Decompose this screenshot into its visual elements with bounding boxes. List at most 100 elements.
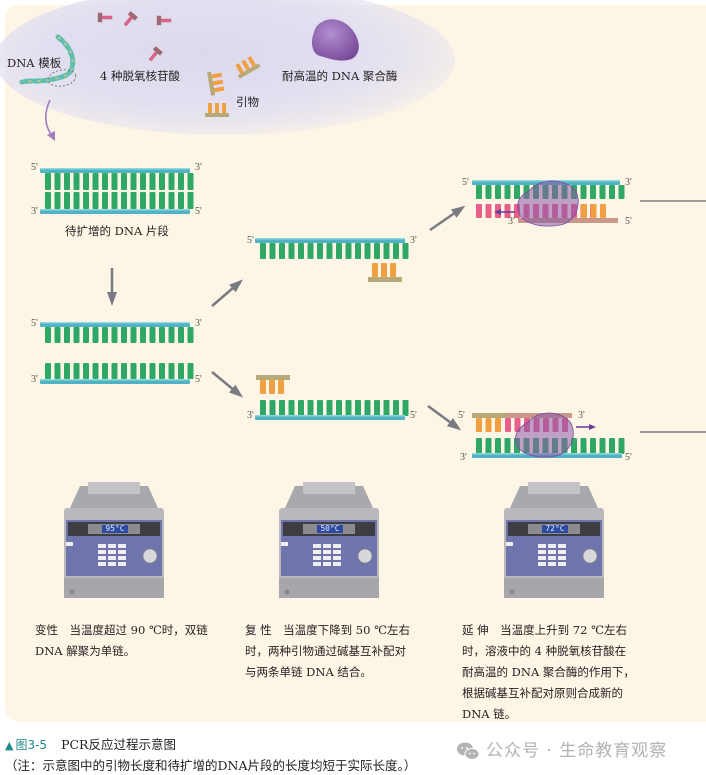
base bbox=[73, 363, 80, 379]
backbone-highlight bbox=[255, 415, 405, 417]
base bbox=[590, 185, 596, 199]
base bbox=[159, 173, 165, 190]
base bbox=[374, 243, 380, 259]
base bbox=[130, 173, 137, 190]
end-label: 5' bbox=[195, 206, 202, 217]
base bbox=[355, 400, 361, 416]
base bbox=[495, 185, 501, 199]
backbone-highlight bbox=[40, 322, 190, 324]
end-label: 5' bbox=[625, 452, 632, 463]
base bbox=[54, 327, 61, 343]
base bbox=[83, 327, 89, 343]
polymerase bbox=[517, 180, 579, 227]
base bbox=[92, 173, 99, 190]
base bbox=[83, 192, 89, 209]
end-label: 5' bbox=[625, 216, 632, 227]
base bbox=[336, 400, 342, 416]
base bbox=[514, 418, 521, 432]
base bbox=[83, 173, 89, 190]
base bbox=[269, 400, 276, 416]
base bbox=[73, 173, 80, 190]
base bbox=[130, 327, 137, 343]
base bbox=[92, 363, 99, 379]
base bbox=[187, 327, 194, 343]
base bbox=[159, 327, 165, 343]
end-label: 5' bbox=[195, 374, 202, 385]
base bbox=[54, 363, 61, 379]
base bbox=[168, 192, 175, 209]
base bbox=[187, 363, 194, 379]
base bbox=[599, 185, 606, 199]
caption-line: 复 性 当温度下降到 50 ℃左右 bbox=[245, 623, 410, 637]
base bbox=[121, 173, 127, 190]
base bbox=[149, 327, 156, 343]
base bbox=[64, 173, 70, 190]
base bbox=[504, 204, 511, 218]
base bbox=[581, 204, 587, 218]
base bbox=[102, 363, 108, 379]
nucleotides-icon bbox=[97, 11, 172, 62]
base bbox=[307, 400, 314, 416]
step-anneal-caption: 复 性 当温度下降到 50 ℃左右 时，两种引物通过碱基互补配对 与两条单链 D… bbox=[245, 620, 445, 683]
watermark-text: 公众号 · 生命教育观察 bbox=[486, 741, 668, 761]
base bbox=[298, 243, 304, 259]
end-label: 5' bbox=[31, 318, 38, 329]
thermocycler-extend: 72°C bbox=[498, 480, 610, 602]
backbone-highlight bbox=[40, 379, 190, 381]
end-label: 3' bbox=[195, 318, 202, 329]
end-label: 5' bbox=[462, 177, 469, 188]
base bbox=[307, 243, 314, 259]
base bbox=[178, 327, 184, 343]
base bbox=[485, 418, 492, 432]
base bbox=[45, 327, 51, 343]
pcr-diagram bbox=[40, 168, 706, 458]
wechat-icon bbox=[457, 742, 480, 760]
base bbox=[372, 263, 378, 277]
base bbox=[260, 400, 266, 416]
base bbox=[130, 192, 137, 209]
base bbox=[45, 363, 51, 379]
base bbox=[149, 363, 156, 379]
base bbox=[178, 173, 184, 190]
base bbox=[485, 185, 492, 199]
base bbox=[476, 438, 482, 454]
base bbox=[64, 327, 70, 343]
arrow-denature-head bbox=[107, 292, 117, 306]
base bbox=[345, 243, 352, 259]
figure-number: 图3-5 bbox=[15, 738, 48, 752]
base bbox=[288, 400, 295, 416]
base bbox=[121, 192, 127, 209]
end-label: 3' bbox=[625, 177, 632, 188]
base bbox=[390, 263, 396, 277]
base bbox=[580, 185, 587, 199]
base bbox=[111, 173, 118, 190]
nucleotides-label: 4 种脱氧核苷酸 bbox=[100, 69, 180, 83]
polymerase bbox=[515, 412, 574, 458]
base bbox=[383, 243, 390, 259]
base bbox=[495, 438, 501, 454]
temperature-display: 95°C bbox=[105, 524, 125, 533]
base bbox=[476, 185, 482, 199]
figure-name: PCR反应过程示意图 bbox=[61, 737, 176, 752]
base bbox=[279, 243, 285, 259]
base bbox=[317, 243, 323, 259]
base bbox=[476, 204, 482, 218]
base bbox=[317, 400, 323, 416]
base bbox=[599, 438, 606, 454]
base bbox=[64, 363, 70, 379]
base bbox=[355, 243, 361, 259]
base bbox=[590, 204, 597, 218]
base bbox=[149, 192, 156, 209]
base bbox=[393, 243, 399, 259]
base bbox=[260, 380, 266, 394]
base bbox=[168, 363, 175, 379]
caption-line: 延 伸 当温度上升到 72 ℃左右 bbox=[462, 623, 627, 637]
base bbox=[326, 243, 333, 259]
primer-backbone bbox=[472, 413, 506, 418]
backbone-highlight bbox=[40, 209, 190, 211]
base bbox=[345, 400, 352, 416]
base bbox=[45, 192, 51, 209]
base bbox=[609, 185, 615, 199]
end-label: 3' bbox=[460, 452, 467, 463]
